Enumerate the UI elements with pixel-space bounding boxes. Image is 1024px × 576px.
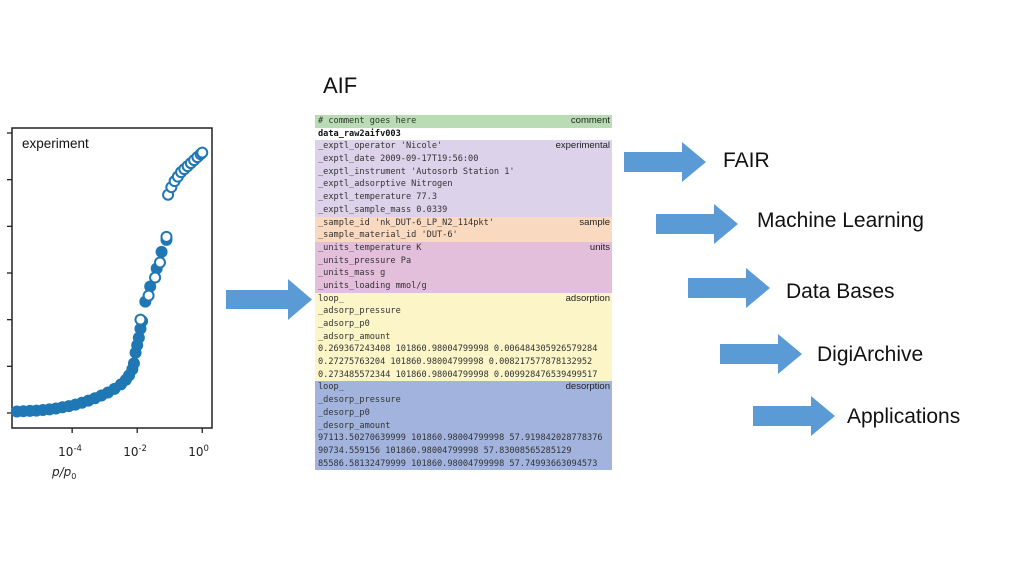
aif-section-tag-sample: sample (579, 216, 610, 228)
data-points (10, 146, 209, 418)
aif-line-text: _exptl_instrument 'Autosorb Station 1' (318, 166, 515, 177)
aif-line-experimental: _exptl_temperature 77.3 (315, 191, 612, 204)
aif-line-text: _adsorp_pressure (318, 306, 401, 317)
aif-line-adsorption: 0.273485572344 101860.98004799998 0.0099… (315, 368, 612, 382)
aif-section-tag-adsorption: adsorption (565, 292, 610, 304)
arrow-right-icon (720, 334, 802, 374)
aif-line-text: 85586.58132479999 101860.98004799998 57.… (318, 458, 598, 469)
output-label: FAIR (723, 149, 770, 172)
aif-line-units: _units_pressure Pa (315, 254, 612, 268)
adsorption-point (127, 357, 140, 370)
aif-title: AIF (323, 73, 358, 98)
aif-line-adsorption: loop_ adsorption (315, 292, 612, 306)
aif-line-sample: _sample_id 'nk_DUT-6_LP_N2_114pkt' sample (315, 216, 612, 230)
arrow-right-icon (753, 396, 835, 436)
aif-line-text: loop_ (318, 382, 344, 393)
aif-line-text: _units_pressure Pa (318, 255, 412, 266)
aif-line-adsorption: 0.27275763204 101860.98004799998 0.00821… (315, 356, 612, 369)
adsorption-point (132, 331, 145, 344)
aif-line-text: _sample_material_id 'DUT-6' (318, 230, 458, 241)
aif-line-data: data_raw2aifv003 (315, 127, 612, 141)
aif-line-text: _desorp_pressure (318, 395, 401, 406)
desorption-point (196, 146, 209, 159)
desorption-point (134, 313, 147, 326)
x-tick-label: 10-2 (123, 444, 147, 459)
aif-line-text: # comment goes here (318, 116, 417, 126)
aif-line-text: _units_mass g (318, 268, 386, 279)
arrow-right-icon (688, 268, 770, 308)
aif-line-units: _units_mass g (315, 267, 612, 280)
aif-line-text: _exptl_date 2009-09-17T19:56:00 (318, 154, 479, 165)
aif-section-tag-experimental: experimental (555, 140, 610, 152)
aif-line-text: _adsorp_p0 (318, 319, 370, 329)
aif-line-text: 90734.559156 101860.98004799998 57.83008… (318, 445, 572, 456)
isotherm-plot: 10-4 10-2 100 experiment p/p0 (7, 127, 213, 481)
aif-line-text: 0.27275763204 101860.98004799998 0.00821… (318, 357, 593, 368)
aif-file-listing: # comment goes here comment data_raw2aifv0… (315, 115, 612, 471)
aif-line-text: _desorp_p0 (318, 407, 370, 418)
desorption-point (153, 256, 166, 269)
aif-line-experimental: _exptl_operator 'Nicole' experimental (315, 140, 612, 154)
aif-line-sample: _sample_material_id 'DUT-6' (315, 229, 612, 242)
desorption-point (142, 289, 155, 302)
aif-line-experimental: _exptl_date 2009-09-17T19:56:00 (315, 153, 612, 166)
aif-line-text: _sample_id 'nk_DUT-6_LP_N2_114pkt' (318, 217, 494, 228)
output-label: Applications (847, 405, 961, 428)
output-label: Machine Learning (757, 209, 924, 232)
aif-line-adsorption: 0.269367243408 101860.98004799998 0.0064… (315, 343, 612, 357)
aif-line-text: _desorp_amount (318, 420, 391, 431)
aif-line-text: _exptl_temperature 77.3 (318, 192, 437, 203)
arrow-right-icon (624, 142, 706, 182)
aif-line-text: _units_loading mmol/g (318, 280, 427, 291)
aif-line-units: _units_temperature K units (315, 241, 612, 255)
aif-line-desorption: 85586.58132479999 101860.98004799998 57.… (315, 457, 612, 471)
aif-line-text: loop_ (318, 293, 344, 304)
aif-line-text: _adsorp_amount (318, 331, 391, 342)
aif-line-desorption: loop_ desorption (315, 381, 612, 395)
adsorption-point (144, 280, 157, 293)
aif-line-experimental: _exptl_instrument 'Autosorb Station 1' (315, 165, 612, 179)
aif-line-desorption: _desorp_amount (315, 419, 612, 433)
aif-line-text: 97113.50270639999 101860.98004799998 57.… (318, 433, 603, 444)
arrow-plot-to-aif-icon (226, 279, 312, 320)
aif-section-tag-desorption: desorption (565, 381, 610, 393)
aif-section-tag-units: units (589, 241, 610, 253)
aif-line-desorption: _desorp_pressure (315, 394, 612, 407)
aif-line-text: _exptl_sample_mass 0.0339 (318, 204, 448, 215)
aif-line-comment: # comment goes here comment (315, 115, 612, 128)
aif-line-text: _units_temperature K (318, 242, 422, 253)
aif-line-units: _units_loading mmol/g (315, 279, 612, 293)
desorption-point (160, 230, 173, 243)
aif-line-text: 0.269367243408 101860.98004799998 0.0064… (318, 344, 598, 355)
aif-line-adsorption: _adsorp_p0 (315, 318, 612, 331)
x-axis-ticks: 10-4 10-2 100 (58, 428, 209, 459)
desorption-point (149, 271, 162, 284)
x-axis-label: p/p0 (51, 465, 76, 481)
plot-frame (11, 127, 213, 429)
aif-line-adsorption: _adsorp_amount (315, 330, 612, 344)
plot-annotation: experiment (22, 136, 89, 151)
aif-section-tag-comment: comment (570, 115, 610, 126)
aif-line-desorption: 90734.559156 101860.98004799998 57.83008… (315, 444, 612, 458)
output-label: DigiArchive (817, 343, 924, 366)
arrow-right-icon (656, 204, 738, 244)
aif-line-text: _exptl_adsorptive Nitrogen (318, 179, 453, 190)
output-label: Data Bases (786, 280, 895, 303)
aif-line-text: _exptl_operator 'Nicole' (318, 141, 443, 152)
aif-line-experimental: _exptl_adsorptive Nitrogen (315, 178, 612, 192)
aif-line-text: 0.273485572344 101860.98004799998 0.0099… (318, 369, 598, 380)
x-tick-label: 100 (188, 444, 209, 459)
x-tick-label: 10-4 (58, 444, 82, 459)
aif-line-adsorption: _adsorp_pressure (315, 305, 612, 318)
aif-line-desorption: 97113.50270639999 101860.98004799998 57.… (315, 432, 612, 445)
aif-line-text: data_raw2aifv003 (318, 128, 401, 139)
aif-line-desorption: _desorp_p0 (315, 406, 612, 420)
adsorption-point (155, 245, 168, 258)
aif-line-experimental: _exptl_sample_mass 0.0339 (315, 203, 612, 217)
